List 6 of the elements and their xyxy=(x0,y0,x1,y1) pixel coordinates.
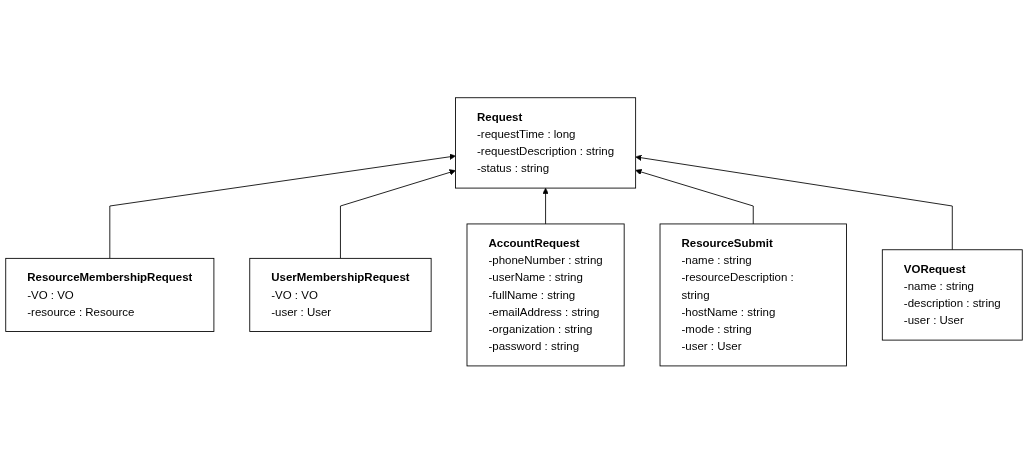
node-box: AccountRequest -phoneNumber : string -userName : string -fullName : string -emailAddress : string -organization : string -password : string xyxy=(466,223,625,367)
node-box: UserMembershipRequest -VO : VO -user : User xyxy=(249,258,432,333)
node-box: ResourceSubmit -name : string -resourceDescription : string -hostName : string -mode : string -user : User xyxy=(659,223,847,367)
node-box: ResourceMembershipRequest -VO : VO -resource : Resource xyxy=(5,258,215,333)
node-box: VORequest -name : string -description : string -user : User xyxy=(881,249,1023,341)
node-box: Request -requestTime : long -requestDescription : string -status : string xyxy=(455,97,637,189)
